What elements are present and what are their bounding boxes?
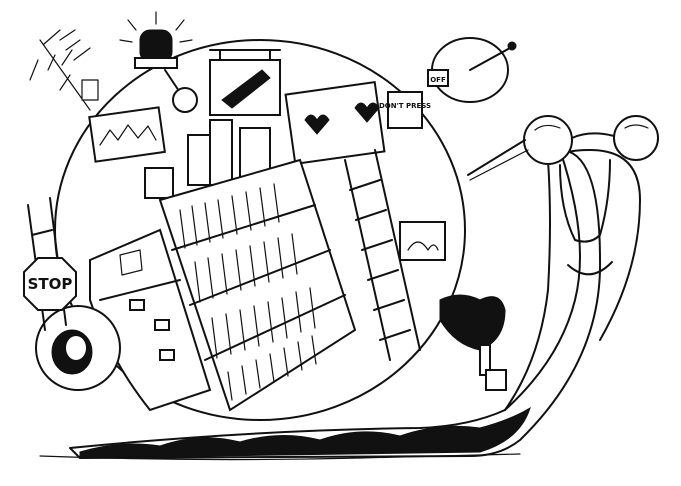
- snail-tentacles: [559, 159, 611, 243]
- window-top: [209, 49, 281, 116]
- siren-icon: [119, 11, 198, 113]
- snail-foot-shadow: [79, 406, 531, 459]
- dish-tag: OFF: [430, 76, 446, 84]
- press-label: DON'T PRESS: [379, 102, 431, 110]
- picture-frame-small: [399, 221, 446, 261]
- satellite-dish-icon: OFF: [427, 37, 517, 103]
- ladder: [344, 149, 421, 361]
- glasses-icon: [467, 115, 659, 181]
- antenna-icon: [29, 29, 99, 111]
- door-handle-icon: [439, 294, 507, 391]
- picture-frame-mountains: [88, 106, 166, 163]
- snail-foot: [69, 149, 602, 459]
- left-cabinet: [89, 228, 212, 412]
- stop-sign-icon: STOP: [23, 257, 77, 311]
- snail-smile: [567, 261, 613, 276]
- drum-wheel: [35, 305, 121, 391]
- bookshelf: [158, 158, 357, 412]
- picture-frame-hearts: [284, 80, 386, 166]
- stop-sign-label: STOP: [28, 275, 73, 293]
- press-box: DON'T PRESS: [379, 91, 431, 129]
